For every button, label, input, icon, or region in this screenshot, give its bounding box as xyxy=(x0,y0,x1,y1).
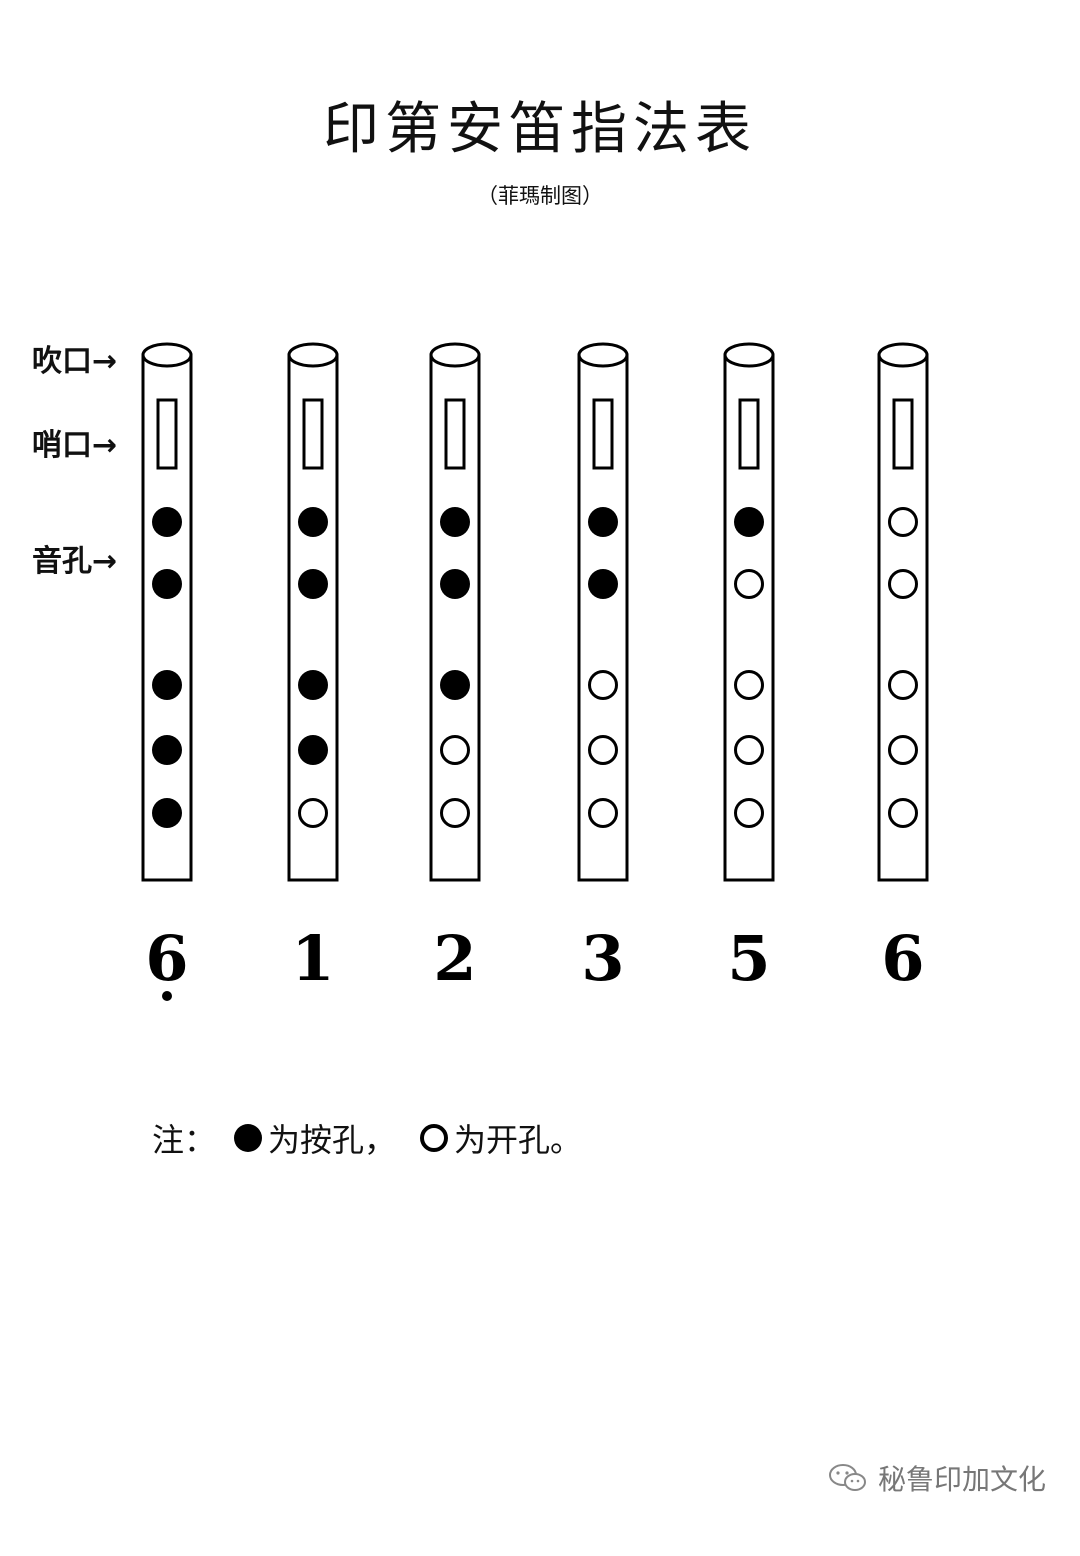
watermark: 秘鲁印加文化 xyxy=(828,1458,1046,1498)
open-hole-icon xyxy=(420,1124,449,1152)
flute-mouthpiece xyxy=(141,342,193,368)
page-title: 印第安笛指法表 xyxy=(323,97,757,162)
open-hole xyxy=(298,798,328,828)
open-hole xyxy=(734,735,764,765)
watermark-text: 秘鲁印加文化 xyxy=(877,1463,1046,1496)
closed-hole xyxy=(152,798,182,828)
fingering-diagram: 6 1 2 3 5 6 xyxy=(141,342,929,1001)
closed-hole xyxy=(152,569,182,599)
closed-hole xyxy=(298,569,328,599)
open-hole xyxy=(888,735,918,765)
flute-mouthpiece xyxy=(723,342,775,368)
flute-mouthpiece xyxy=(287,342,339,368)
legend-prefix: 注： xyxy=(152,1121,217,1159)
flute-whistle-window xyxy=(156,398,178,470)
closed-hole xyxy=(440,507,470,537)
closed-hole-icon xyxy=(234,1124,263,1152)
flute-whistle-window xyxy=(592,398,614,470)
open-hole xyxy=(440,735,470,765)
note-number: 3 xyxy=(581,922,624,995)
label-whistle: 哨口→ xyxy=(32,428,118,463)
page-subtitle: （菲瑪制图） xyxy=(477,184,603,208)
flute-whistle-window xyxy=(302,398,324,470)
note-number: 6 xyxy=(145,922,188,995)
open-hole xyxy=(588,735,618,765)
open-hole xyxy=(734,670,764,700)
open-hole xyxy=(888,507,918,537)
flute-whistle-window xyxy=(892,398,914,470)
closed-hole xyxy=(152,507,182,537)
wechat-icon xyxy=(828,1464,866,1491)
note-number: 2 xyxy=(433,922,476,995)
flute-mouthpiece xyxy=(429,342,481,368)
open-hole xyxy=(588,670,618,700)
legend-closed-text: 为按孔， xyxy=(268,1121,397,1159)
closed-hole xyxy=(588,507,618,537)
closed-hole xyxy=(298,507,328,537)
open-hole xyxy=(588,798,618,828)
open-hole xyxy=(734,798,764,828)
open-hole xyxy=(888,670,918,700)
low-octave-dot xyxy=(162,991,172,1001)
closed-hole xyxy=(440,569,470,599)
label-mouthpiece: 吹口→ xyxy=(32,344,118,379)
closed-hole xyxy=(588,569,618,599)
closed-hole xyxy=(298,735,328,765)
legend-open-text: 为开孔。 xyxy=(454,1121,583,1159)
note-number: 5 xyxy=(727,922,770,995)
label-tone-holes: 音孔→ xyxy=(32,544,118,579)
note-number: 6 xyxy=(881,922,924,995)
note-number: 1 xyxy=(291,922,334,995)
closed-hole xyxy=(440,670,470,700)
flute-whistle-window xyxy=(738,398,760,470)
legend-note: 注： 为按孔， 为开孔。 xyxy=(152,1115,582,1161)
open-hole xyxy=(888,569,918,599)
flute-mouthpiece xyxy=(577,342,629,368)
closed-hole xyxy=(298,670,328,700)
open-hole xyxy=(734,569,764,599)
open-hole xyxy=(440,798,470,828)
flute-whistle-window xyxy=(444,398,466,470)
closed-hole xyxy=(152,670,182,700)
open-hole xyxy=(888,798,918,828)
flute-mouthpiece xyxy=(877,342,929,368)
closed-hole xyxy=(734,507,764,537)
closed-hole xyxy=(152,735,182,765)
